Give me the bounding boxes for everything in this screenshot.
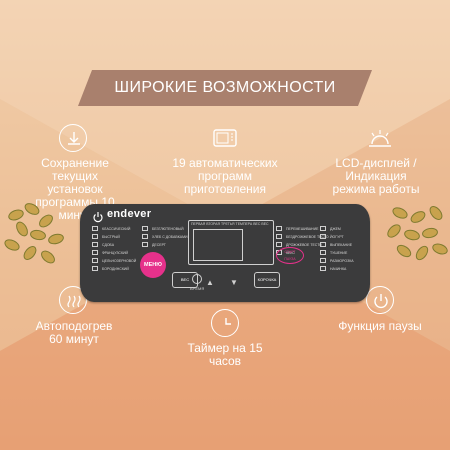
program-label: ДЕСЕРТ — [152, 243, 166, 247]
pumpkin-seeds-left — [0, 200, 72, 268]
pause-label: ПАУЗА — [284, 257, 296, 261]
program-indicator-box — [142, 234, 148, 239]
program-indicator-box — [92, 226, 98, 231]
program-item: СДОБА — [92, 241, 136, 249]
program-indicator-box — [92, 258, 98, 263]
program-item: НАЧИНКА — [320, 265, 354, 273]
program-item: ДЖЕМ — [320, 225, 354, 233]
program-label: ВЫПЕКАНИЕ — [330, 243, 353, 247]
timer-icon — [192, 274, 202, 284]
program-indicator-box — [320, 250, 326, 255]
title-banner — [78, 70, 372, 106]
program-label: КЛАССИЧЕСКИЙ — [102, 227, 131, 231]
feature-keep-warm-text: Автоподогрев 60 минут — [35, 319, 113, 346]
program-indicator-box — [276, 242, 282, 247]
arrow-down-icon[interactable]: ▼ — [230, 278, 238, 287]
program-item: ДЕСЕРТ — [142, 241, 188, 249]
program-indicator-box — [92, 266, 98, 271]
pumpkin-seeds-right — [378, 203, 450, 268]
feature-lcd: LCD-дисплей / Индикация режима работы — [324, 157, 428, 196]
program-item: БЕЗДРОЖЖЕВОЕ ТЕСТО — [276, 233, 329, 241]
lcd-display: ПЕРВАЯ ВТОРАЯ ТРЕТЬЯ ТЕМПЕРА ВЕС ВЕС — [188, 220, 274, 265]
program-item: ПЕРЕМЕШИВАНИЕ — [276, 225, 329, 233]
program-indicator-box — [320, 234, 326, 239]
page-title: ШИРОКИЕ ВОЗМОЖНОСТИ — [114, 79, 336, 96]
control-panel: endever КЛАССИЧЕСКИЙ БЫСТРЫЙ СДОБА ФРАНЦУЗС… — [80, 204, 370, 302]
feature-pause-text: Функция паузы — [338, 319, 422, 333]
program-label: ДРОЖЖЕВОЕ ТЕСТО — [286, 243, 322, 247]
program-item: БЫСТРЫЙ — [92, 233, 136, 241]
feature-pause: Функция паузы — [338, 320, 422, 333]
time-label: ВРЕМЯ — [190, 286, 205, 291]
program-label: СДОБА — [102, 243, 115, 247]
program-label: ЦЕЛЬНОЗЕРНОВОЙ — [102, 259, 137, 263]
program-item: ЙОГУРТ — [320, 233, 354, 241]
program-label: НАЧИНКА — [330, 267, 347, 271]
download-icon — [59, 124, 87, 152]
program-indicator-box — [320, 242, 326, 247]
program-item: ТУШЕНИЕ — [320, 249, 354, 257]
lcd-labels: ПЕРВАЯ ВТОРАЯ ТРЕТЬЯ ТЕМПЕРА ВЕС ВЕС — [191, 222, 269, 226]
program-indicator-box — [142, 226, 148, 231]
program-label: ТУШЕНИЕ — [330, 251, 348, 255]
program-list-1: КЛАССИЧЕСКИЙ БЫСТРЫЙ СДОБА ФРАНЦУЗСКИЙ ЦЕЛЬН… — [92, 225, 136, 273]
power-icon — [366, 286, 394, 314]
feature-programs: 19 автоматических программ приготовления — [170, 157, 280, 196]
program-label: БЫСТРЫЙ — [102, 235, 120, 239]
microwave-icon — [211, 126, 239, 150]
program-item: ЦЕЛЬНОЗЕРНОВОЙ — [92, 257, 136, 265]
program-label: БЕЗГЛЮТЕНОВЫЙ — [152, 227, 184, 231]
program-indicator-box — [92, 250, 98, 255]
lcd-screen — [193, 229, 243, 261]
program-label: РАЗМОРОЗКА — [330, 259, 354, 263]
start-label: СТАРТ — [284, 250, 296, 254]
feature-save-settings: Сохранение текущих установок программы 1… — [24, 157, 126, 222]
program-indicator-box — [320, 226, 326, 231]
program-label: БОРОДИНСКИЙ — [102, 267, 129, 271]
program-indicator-box — [276, 234, 282, 239]
arrow-up-icon[interactable]: ▲ — [206, 278, 214, 287]
heat-waves-icon — [59, 286, 87, 314]
program-label: ПЕРЕМЕШИВАНИЕ — [286, 227, 319, 231]
program-label: ДЖЕМ — [330, 227, 341, 231]
feature-lcd-text: LCD-дисплей / Индикация режима работы — [332, 156, 420, 196]
program-item: ДРОЖЖЕВОЕ ТЕСТО — [276, 241, 329, 249]
program-label: ФРАНЦУЗСКИЙ — [102, 251, 129, 255]
start-pause-button[interactable]: СТАРТ ПАУЗА — [276, 247, 304, 264]
program-item: КЛАССИЧЕСКИЙ — [92, 225, 136, 233]
feature-timer-text: Таймер на 15 часов — [187, 341, 263, 368]
program-indicator-box — [92, 242, 98, 247]
program-label: ЙОГУРТ — [330, 235, 344, 239]
program-item: БОРОДИНСКИЙ — [92, 265, 136, 273]
program-indicator-box — [92, 234, 98, 239]
feature-timer: Таймер на 15 часов — [178, 342, 272, 368]
feature-programs-text: 19 автоматических программ приготовления — [172, 156, 278, 196]
program-indicator-box — [276, 226, 282, 231]
program-item: ВЫПЕКАНИЕ — [320, 241, 354, 249]
feature-save-text: Сохранение текущих установок программы 1… — [35, 156, 115, 222]
menu-button[interactable]: МЕНЮ — [140, 252, 166, 278]
program-list-4: ДЖЕМ ЙОГУРТ ВЫПЕКАНИЕ ТУШЕНИЕ РАЗМОРОЗКА НАЧИ… — [320, 225, 354, 273]
program-item: ХЛЕБ С ДОБАВКАМИ — [142, 233, 188, 241]
program-item: РАЗМОРОЗКА — [320, 257, 354, 265]
program-indicator-box — [320, 266, 326, 271]
program-indicator-box — [320, 258, 326, 263]
clock-icon — [211, 309, 239, 337]
crust-button[interactable]: КОРОЧКА — [254, 272, 280, 288]
program-item: БЕЗГЛЮТЕНОВЫЙ — [142, 225, 188, 233]
feature-keep-warm: Автоподогрев 60 минут — [32, 320, 116, 346]
program-list-2: БЕЗГЛЮТЕНОВЫЙ ХЛЕБ С ДОБАВКАМИ ДЕСЕРТ — [142, 225, 188, 249]
program-indicator-box — [142, 242, 148, 247]
program-label: БЕЗДРОЖЖЕВОЕ ТЕСТО — [286, 235, 329, 239]
display-indicator-icon — [366, 126, 394, 152]
power-logo-icon — [92, 210, 104, 223]
program-item: ФРАНЦУЗСКИЙ — [92, 249, 136, 257]
brand-logo: endever — [107, 208, 152, 220]
program-label: ХЛЕБ С ДОБАВКАМИ — [152, 235, 188, 239]
